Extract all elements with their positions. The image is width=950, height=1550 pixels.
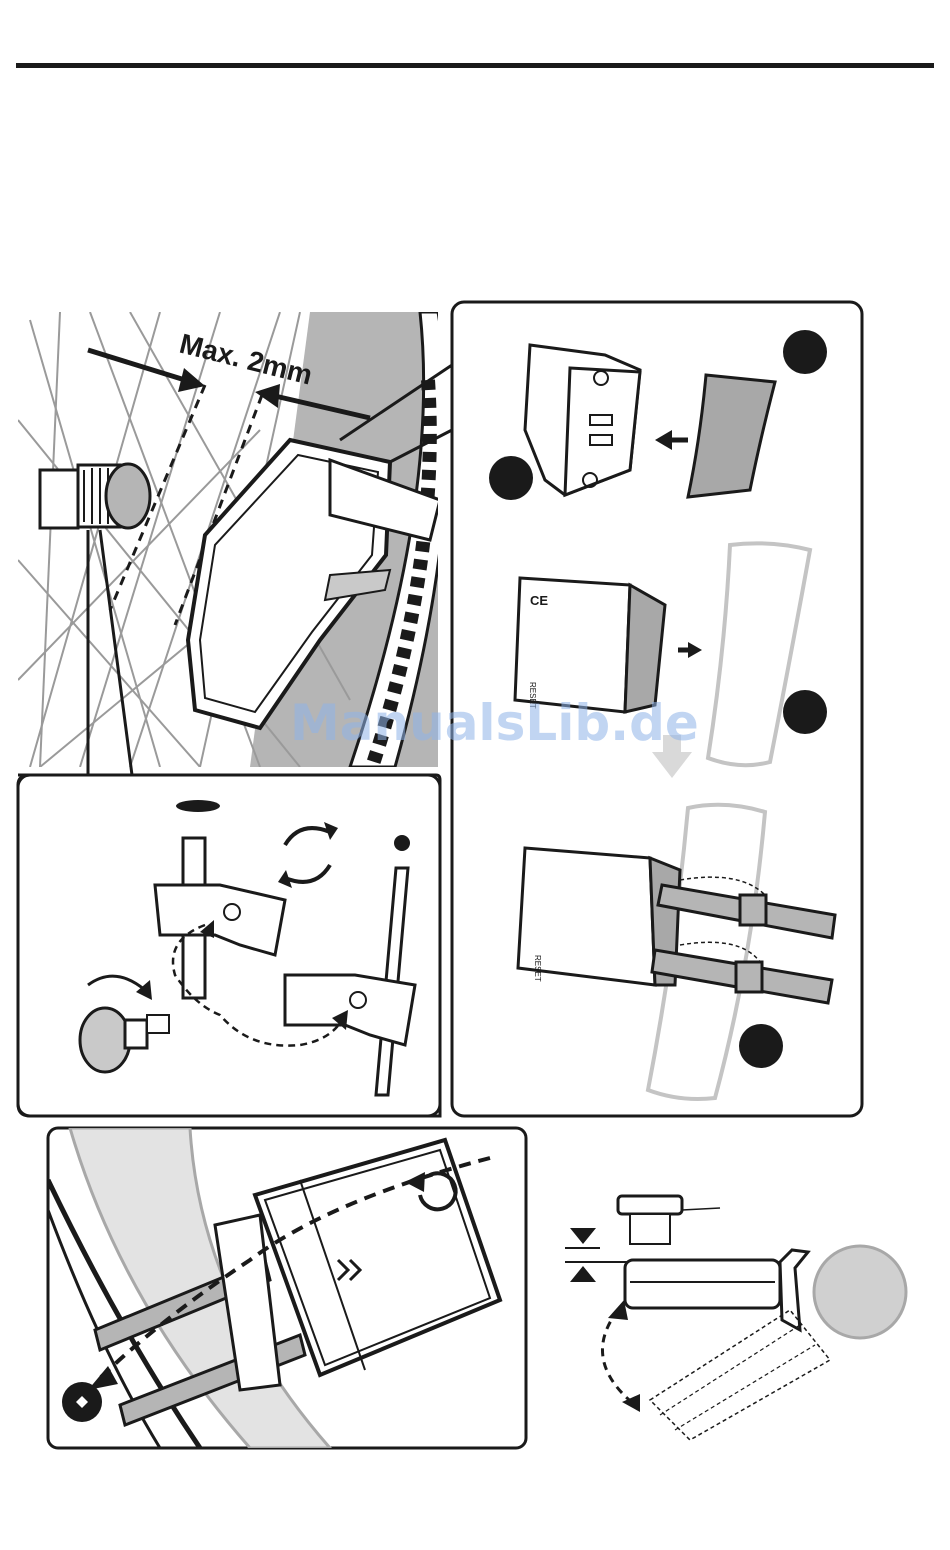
fork-detail-panel (48, 1128, 526, 1448)
thin-spoke-marker-icon (394, 835, 410, 851)
step-badge-icon (489, 456, 533, 500)
arrow-icon (570, 1228, 596, 1244)
magnet-mount-panel (18, 775, 440, 1116)
magnet-icon (618, 1196, 682, 1214)
thick-spoke-marker-icon (176, 800, 220, 812)
watermark: ManualsLib.de (290, 694, 670, 752)
reset-label-2: RESET (533, 955, 542, 982)
step-badge-icon (739, 1024, 783, 1068)
step-badge-icon (783, 330, 827, 374)
sensor-side-icon (625, 1260, 780, 1308)
sensor-front-icon: CE RESET (515, 578, 665, 712)
arrow-icon (570, 1266, 596, 1282)
fork-tube-icon (814, 1246, 906, 1338)
ce-mark-label: CE (530, 593, 548, 608)
sensor-back-icon (525, 345, 640, 495)
magnet-icon (40, 464, 150, 528)
step-badge-icon (783, 690, 827, 734)
alignment-side-view (565, 1196, 906, 1440)
